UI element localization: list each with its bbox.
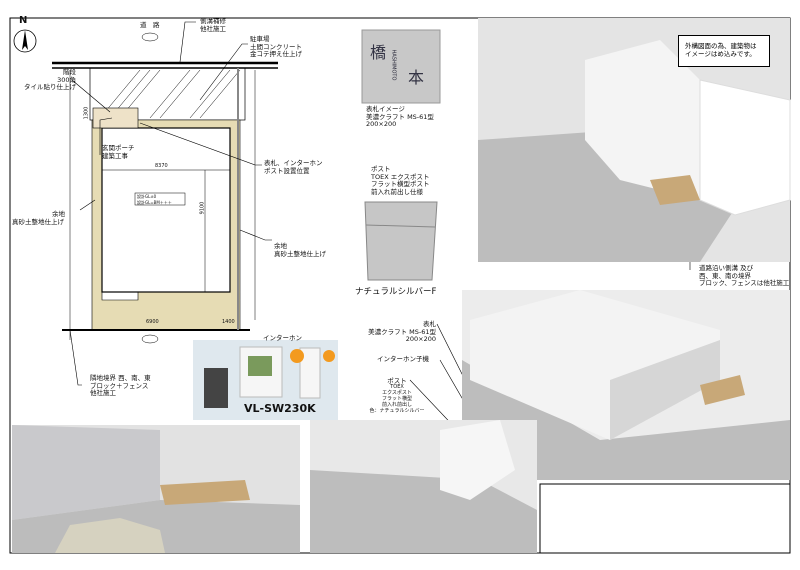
north-label: N [19, 15, 28, 26]
handset [299, 347, 321, 399]
render-middle-right [462, 290, 790, 480]
intercom-label: インターホン子機 [377, 355, 429, 363]
nameplate-image [361, 29, 441, 104]
render-bottom-middle [310, 420, 537, 553]
nameplate-kanji-1: 橋 [370, 43, 387, 62]
nameplate-kanji-2: 本 [408, 68, 425, 87]
boundary-note: 隣地境界 西、南、東ブロック＋フェンス他社施工 [90, 374, 151, 397]
yard-right-note: 余地真砂土整地仕上げ [274, 242, 326, 258]
dim-width: 8370 [155, 163, 168, 169]
site-plan [13, 21, 691, 471]
porch [92, 107, 139, 129]
title-block [539, 483, 791, 554]
building-footprint [101, 127, 231, 293]
intercom-model: VL-SW230K [244, 402, 316, 415]
post-image [364, 201, 438, 281]
dim-bottom-left: 6900 [146, 319, 159, 325]
road-label: 道 路 [140, 21, 160, 29]
dim-bottom-right: 1400 [222, 319, 235, 325]
gutter-note: 側溝補修他社施工 [200, 17, 226, 33]
porch-note: 玄関ポーチ建築工事 [102, 144, 135, 160]
dim-depth: 9100 [199, 201, 206, 215]
image-note: 外構図面の為、建築物はイメージはめ込みです。 [678, 35, 770, 67]
gl-box [134, 192, 186, 206]
nameplate-romaji: HASHIMOTO [390, 49, 397, 81]
render-bottom-left [12, 425, 300, 553]
intercom-title: インターホン [263, 334, 302, 342]
yard-left-note: 余地真砂土整地仕上げ [12, 210, 65, 226]
parking-note: 駐車場土間コンクリート金コテ押え仕上げ [250, 35, 302, 58]
road-note: 道路沿い側溝 及び西、東、南の境界ブロック、フェンスは他社施工 [699, 264, 790, 287]
car [55, 518, 165, 553]
dim-front: 1300 [83, 106, 90, 120]
nameplate-position-note: 表札、インターホンポスト設置位置 [264, 159, 323, 175]
door-station [204, 368, 228, 408]
post-color-name: ナチュラルシルバーF [355, 287, 437, 297]
